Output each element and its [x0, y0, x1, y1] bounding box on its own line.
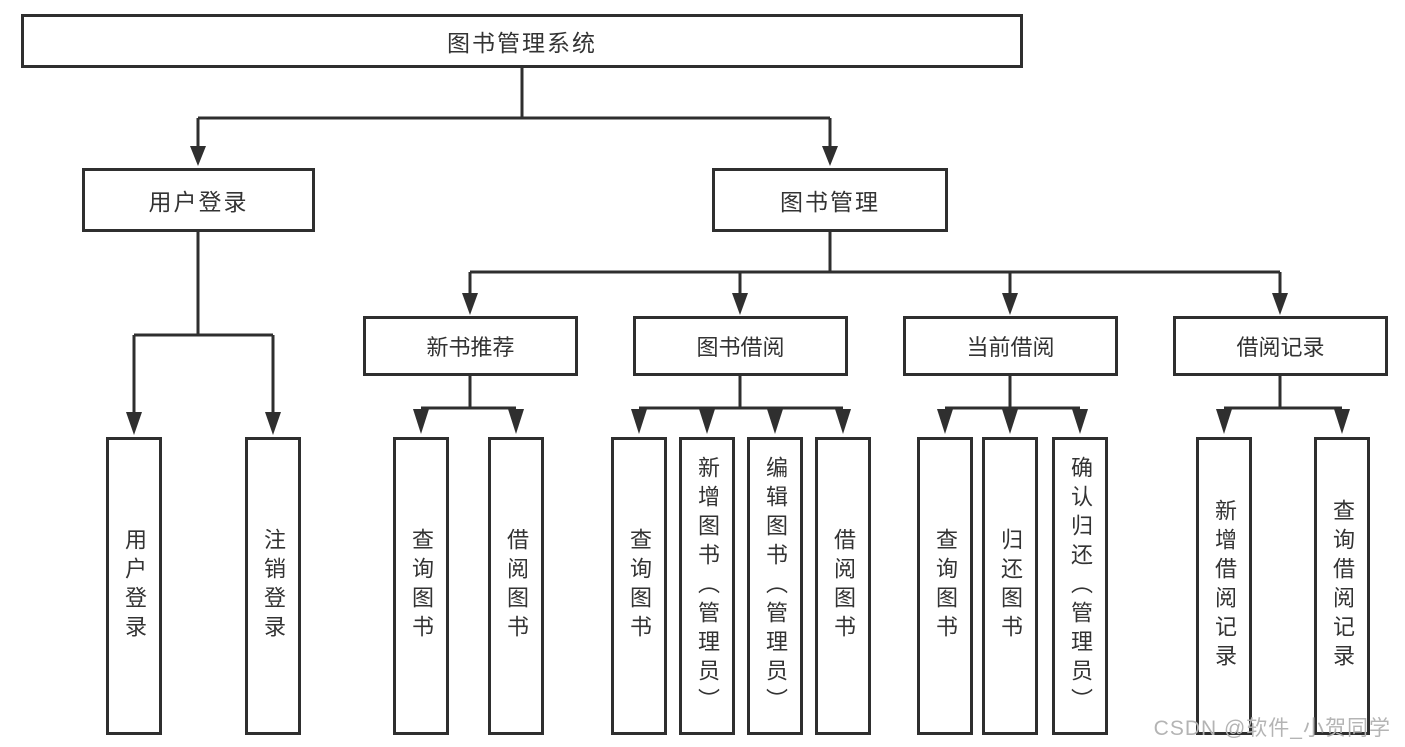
arrow-down-icon	[937, 409, 953, 434]
watermark: CSDN @软件_小贺同学	[1153, 717, 1391, 740]
leaf-user-login-label: 用户登录	[122, 528, 147, 644]
leaf-newbooks-query-label: 查询图书	[409, 528, 434, 644]
leaf-records-add-label: 新增借阅记录	[1212, 499, 1237, 673]
node-book-borrowing-label: 图书借阅	[696, 335, 785, 360]
leaf-logout: 注销登录	[245, 437, 301, 735]
arrow-down-icon	[1216, 409, 1232, 434]
node-new-book-recommend-label: 新书推荐	[426, 335, 515, 360]
leaf-records-add: 新增借阅记录	[1196, 437, 1252, 735]
node-root: 图书管理系统	[21, 14, 1023, 68]
arrow-down-icon	[835, 409, 851, 434]
leaf-borrow-edit-admin-label: 编辑图书（管理员）	[763, 455, 788, 717]
leaf-current-return-label: 归还图书	[998, 528, 1023, 644]
node-current-borrowing: 当前借阅	[903, 316, 1118, 376]
arrow-down-icon	[699, 409, 715, 434]
arrow-down-icon	[126, 412, 142, 435]
leaf-borrow-edit-admin: 编辑图书（管理员）	[747, 437, 803, 735]
leaf-user-login: 用户登录	[106, 437, 162, 735]
node-user-login-label: 用户登录	[148, 189, 249, 215]
arrow-down-icon	[767, 409, 783, 434]
leaf-current-confirm-admin: 确认归还（管理员）	[1052, 437, 1108, 735]
node-new-book-recommend: 新书推荐	[363, 316, 578, 376]
arrow-down-icon	[508, 409, 524, 434]
leaf-borrow-query-label: 查询图书	[627, 528, 652, 644]
leaf-current-query-label: 查询图书	[933, 528, 958, 644]
arrow-down-icon	[1334, 409, 1350, 434]
leaf-borrow-query: 查询图书	[611, 437, 667, 735]
leaf-borrow-add-admin: 新增图书（管理员）	[679, 437, 735, 735]
leaf-current-return: 归还图书	[982, 437, 1038, 735]
arrow-down-icon	[1272, 293, 1288, 315]
leaf-borrow-add-admin-label: 新增图书（管理员）	[695, 455, 720, 717]
node-book-management-label: 图书管理	[780, 189, 880, 215]
leaf-current-confirm-admin-label: 确认归还（管理员）	[1068, 455, 1093, 717]
arrow-down-icon	[631, 409, 647, 434]
leaf-newbooks-borrow: 借阅图书	[488, 437, 544, 735]
arrow-down-icon	[822, 146, 838, 166]
node-book-borrowing: 图书借阅	[633, 316, 848, 376]
arrow-down-icon	[190, 146, 206, 166]
leaf-newbooks-borrow-label: 借阅图书	[504, 528, 529, 644]
arrow-down-icon	[1002, 293, 1018, 315]
arrow-down-icon	[462, 293, 478, 315]
node-current-borrowing-label: 当前借阅	[966, 335, 1055, 360]
arrow-down-icon	[1072, 409, 1088, 434]
leaf-records-query-label: 查询借阅记录	[1330, 499, 1355, 673]
node-root-label: 图书管理系统	[447, 30, 597, 56]
arrow-down-icon	[1002, 409, 1018, 434]
leaf-borrow-borrow-label: 借阅图书	[831, 528, 856, 644]
leaf-newbooks-query: 查询图书	[393, 437, 449, 735]
node-book-management: 图书管理	[712, 168, 948, 232]
arrow-down-icon	[732, 293, 748, 315]
arrow-down-icon	[265, 412, 281, 435]
leaf-borrow-borrow: 借阅图书	[815, 437, 871, 735]
arrow-down-icon	[413, 409, 429, 434]
node-borrowing-records-label: 借阅记录	[1236, 335, 1325, 360]
node-borrowing-records: 借阅记录	[1173, 316, 1388, 376]
leaf-records-query: 查询借阅记录	[1314, 437, 1370, 735]
node-user-login: 用户登录	[82, 168, 315, 232]
leaf-logout-label: 注销登录	[261, 528, 286, 644]
leaf-current-query: 查询图书	[917, 437, 973, 735]
